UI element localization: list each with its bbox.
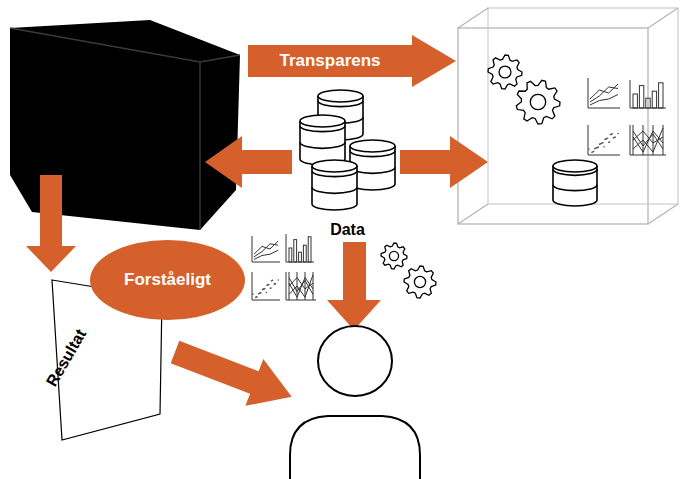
data-to-glass-box-arrow [400,136,488,188]
data-to-black-box-arrow [205,136,292,188]
gear-icon [516,80,560,124]
scatter-chart-icon [252,272,280,300]
result-to-person-arrow [166,329,301,420]
gear-icon [488,55,522,89]
transparency-arrow [248,35,456,87]
database-node: Data [290,85,405,239]
database-cylinder [553,160,597,206]
bar-chart-icon [286,234,314,262]
gear-icon [404,266,436,298]
parallel-chart-icon [630,125,666,155]
parallel-chart-icon [286,272,316,300]
icons [252,55,666,300]
node-text: Forståeligt [124,270,211,290]
person [290,326,420,479]
scatter-chart-icon [588,125,620,155]
data-to-person-arrow [327,242,381,330]
glass-cube [458,8,678,224]
line-chart-icon [252,236,280,262]
bar-chart-icon [630,80,666,108]
transparency-label: Transparens [279,51,380,71]
line-chart-icon [588,78,620,108]
black-box-to-result-arrow [26,175,76,272]
gear-icon [381,243,407,269]
node-text: Data [330,221,365,239]
understandable-bubble: Forståeligt [90,240,245,320]
database-cylinder [300,115,345,165]
database-cylinder [312,160,357,210]
